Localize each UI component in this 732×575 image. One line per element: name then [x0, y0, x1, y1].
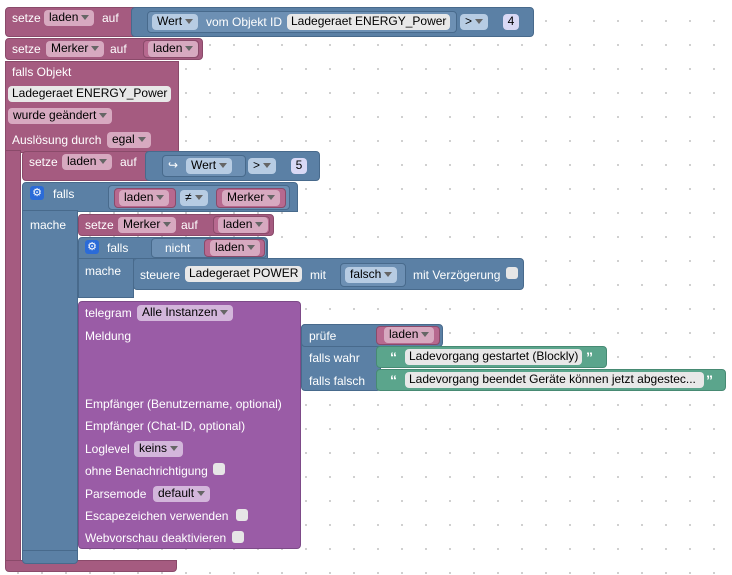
set-merker-setze-label: setze — [12, 42, 41, 56]
number-field-3[interactable]: 5 — [291, 158, 307, 174]
falls-falsch-label: falls falsch — [309, 374, 366, 388]
telegram-block[interactable] — [78, 301, 301, 549]
trigger-block-side — [5, 150, 21, 566]
ne-operator-dropdown[interactable]: ≠ — [180, 190, 208, 206]
gear-icon-2[interactable]: ⚙ — [85, 240, 99, 254]
if-1-falls-label: falls — [53, 187, 75, 201]
set-laden-3-auf-label: auf — [120, 155, 137, 169]
set-merker-auf-label: auf — [110, 42, 127, 56]
if-block-1-bottom — [22, 550, 78, 564]
set-laden-3-setze-label: setze — [29, 155, 58, 169]
get-merker-dropdown-if[interactable]: Merker — [222, 190, 281, 206]
quote-open-icon: “ — [390, 349, 397, 365]
quote-close-icon: ” — [586, 349, 593, 365]
if-2-mache-label: mache — [85, 264, 122, 278]
pruefe-laden-dropdown[interactable]: laden — [384, 327, 435, 343]
vom-objekt-id-label: vom Objekt ID — [206, 15, 283, 29]
if-block-1-side — [22, 210, 78, 560]
return-arrow-icon: ↪ — [168, 158, 179, 172]
quote-open-icon-2: “ — [390, 372, 397, 388]
loglevel-label: Loglevel — [85, 442, 130, 456]
set-merker-inner-variable-dropdown[interactable]: Merker — [118, 217, 177, 233]
ohne-benachrichtigung-label: ohne Benachrichtigung — [85, 464, 208, 478]
text-field-wahr[interactable]: Ladevorgang gestartet (Blockly) — [405, 349, 583, 365]
loglevel-dropdown[interactable]: keins — [134, 441, 184, 457]
delay-checkbox[interactable] — [506, 267, 518, 279]
text-field-falsch[interactable]: Ladevorgang beendet Geräte können jetzt … — [405, 372, 704, 388]
number-field-1[interactable]: 4 — [503, 14, 519, 30]
trigger-ausloesung-dropdown[interactable]: egal — [107, 132, 151, 148]
parsemode-label: Parsemode — [85, 487, 147, 501]
set-laden-variable-dropdown[interactable]: laden — [44, 10, 95, 26]
webvorschau-label: Webvorschau deaktivieren — [85, 531, 227, 545]
telegram-instance-dropdown[interactable]: Alle Instanzen — [137, 305, 234, 321]
steuere-label: steuere — [140, 268, 181, 282]
objekt-id-field-1[interactable]: Ladegeraet ENERGY_Power — [287, 14, 451, 30]
operator-dropdown-1[interactable]: > — [460, 14, 489, 30]
telegram-label: telegram — [85, 306, 132, 320]
parsemode-dropdown[interactable]: default — [153, 486, 211, 502]
trigger-ausloesung-label: Auslösung durch — [12, 133, 102, 147]
set-laden-auf-label: auf — [102, 11, 119, 25]
wert-dropdown-1[interactable]: Wert — [152, 14, 199, 30]
ohne-benachrichtigung-checkbox[interactable] — [213, 463, 225, 475]
get-laden-not-dropdown[interactable]: laden — [210, 240, 261, 256]
trigger-object-field[interactable]: Ladegeraet ENERGY_Power — [8, 86, 172, 102]
trigger-changed-dropdown[interactable]: wurde geändert — [8, 108, 113, 124]
empfaenger-chat-label: Empfänger (Chat-ID, optional) — [85, 419, 246, 433]
if-2-falls-label: falls — [107, 241, 129, 255]
steuere-delay-label: mit Verzögerung — [413, 268, 501, 282]
wert-dropdown-3[interactable]: Wert — [186, 158, 233, 174]
escapezeichen-checkbox[interactable] — [236, 509, 248, 521]
webvorschau-checkbox[interactable] — [232, 531, 244, 543]
get-laden-inner-dropdown[interactable]: laden — [218, 217, 269, 233]
steuere-mit-label: mit — [310, 268, 326, 282]
get-laden-dropdown-if[interactable]: laden — [119, 190, 170, 206]
quote-close-icon-2: ” — [706, 372, 713, 388]
falls-wahr-label: falls wahr — [309, 351, 360, 365]
set-laden-3-variable-dropdown[interactable]: laden — [62, 154, 113, 170]
gear-icon[interactable]: ⚙ — [30, 186, 44, 200]
trigger-falls-objekt-label: falls Objekt — [12, 65, 72, 79]
set-merker-inner-auf-label: auf — [181, 218, 198, 232]
steuere-object-field[interactable]: Ladegeraet POWER — [185, 266, 303, 282]
set-merker-inner-setze-label: setze — [85, 218, 114, 232]
escapezeichen-label: Escapezeichen verwenden — [85, 509, 229, 523]
set-merker-variable-dropdown[interactable]: Merker — [46, 41, 105, 57]
telegram-meldung-label: Meldung — [85, 329, 132, 343]
nicht-label: nicht — [165, 241, 191, 255]
pruefe-label: prüfe — [309, 329, 337, 343]
falsch-dropdown[interactable]: falsch — [345, 267, 398, 283]
get-laden-dropdown-2[interactable]: laden — [148, 41, 199, 57]
operator-dropdown-3[interactable]: > — [248, 158, 277, 174]
empfaenger-user-label: Empfänger (Benutzername, optional) — [85, 397, 282, 411]
set-laden-setze-label: setze — [12, 11, 41, 25]
if-1-mache-label: mache — [30, 218, 67, 232]
